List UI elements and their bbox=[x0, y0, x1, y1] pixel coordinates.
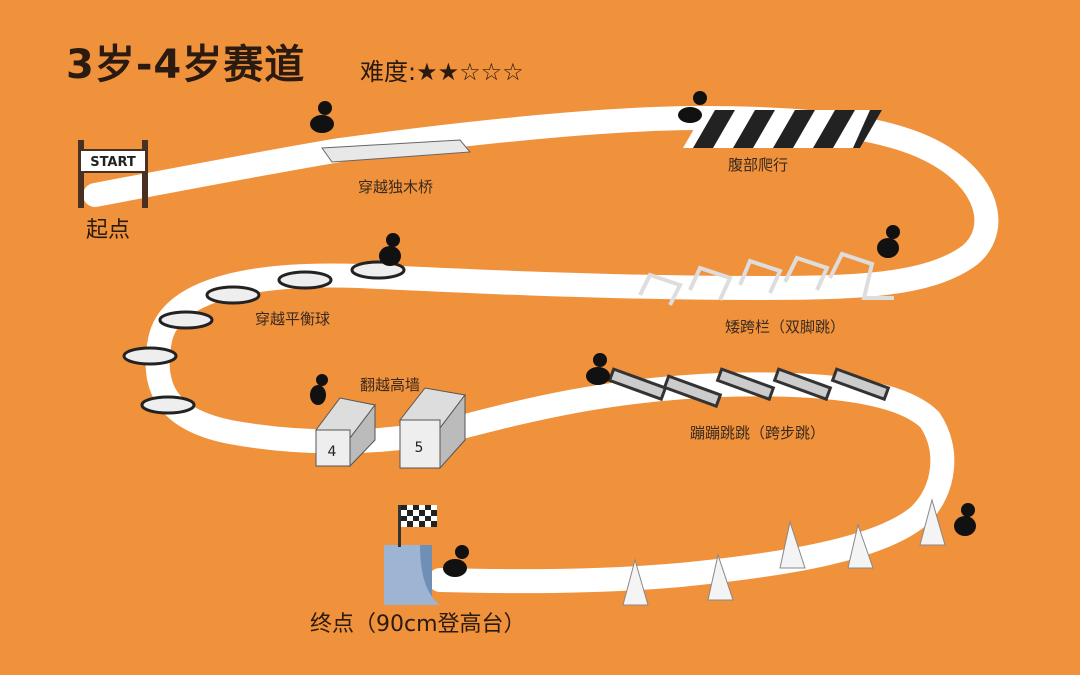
label-hopping: 蹦蹦跳跳（跨步跳） bbox=[690, 424, 826, 442]
label-belly-crawl: 腹部爬行 bbox=[728, 156, 789, 174]
cones bbox=[622, 498, 946, 606]
balance-balls bbox=[122, 260, 406, 415]
label-balance-balls: 穿越平衡球 bbox=[255, 310, 331, 328]
wall-block-4: 4 bbox=[315, 397, 376, 468]
runner-icons bbox=[310, 91, 976, 577]
block-4-label: 4 bbox=[328, 444, 337, 460]
page-title: 3岁-4岁赛道 bbox=[66, 42, 306, 88]
wall-block-5: 5 bbox=[399, 387, 466, 470]
label-start: 起点 bbox=[86, 218, 131, 243]
label-low-hurdles: 矮跨栏（双脚跳） bbox=[725, 318, 846, 336]
crawl-mat bbox=[683, 110, 882, 148]
low-hurdles bbox=[638, 251, 894, 306]
difficulty-label: 难度: bbox=[360, 58, 417, 86]
label-finish: 终点（90cm登高台） bbox=[310, 612, 526, 637]
start-gate: START bbox=[78, 140, 148, 208]
difficulty-stars: ★★☆☆☆ bbox=[416, 58, 524, 86]
balance-beam bbox=[321, 139, 472, 163]
track bbox=[83, 105, 999, 594]
block-5-label: 5 bbox=[415, 440, 424, 456]
stepping-boards bbox=[607, 367, 891, 409]
start-sign: START bbox=[90, 155, 136, 170]
finish-platform bbox=[384, 505, 440, 605]
label-balance-beam: 穿越独木桥 bbox=[358, 178, 434, 196]
difficulty-rating: 难度:★★☆☆☆ bbox=[360, 52, 524, 87]
label-wall-climb: 翻越高墙 bbox=[360, 376, 421, 394]
